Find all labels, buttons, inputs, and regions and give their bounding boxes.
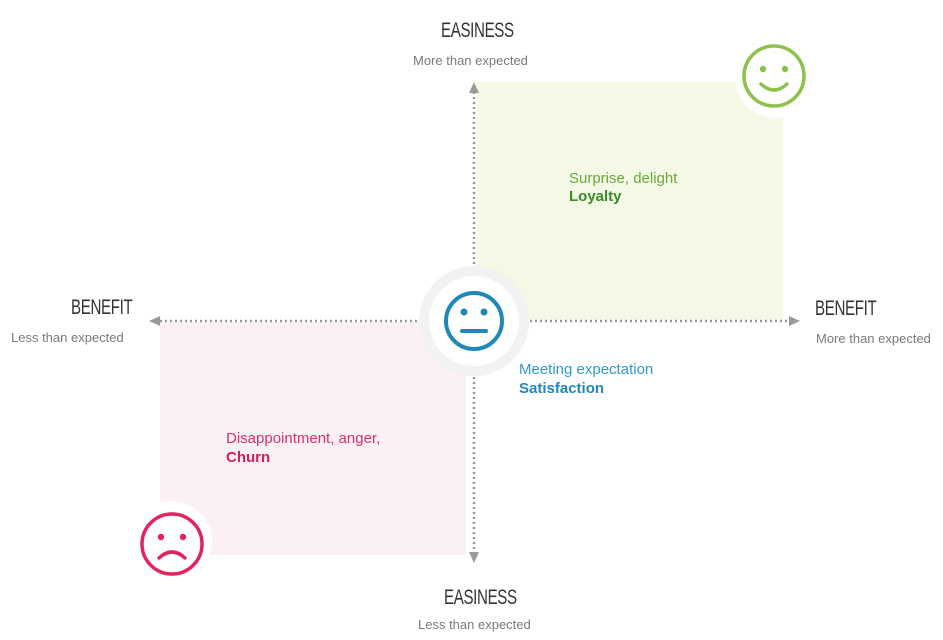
churn-quadrant <box>160 322 466 555</box>
bottom-axis-subtitle: Less than expected <box>418 617 531 632</box>
right-axis-subtitle: More than expected <box>816 331 931 346</box>
right-axis-title: BENEFIT <box>815 297 877 320</box>
neutral-face-icon <box>419 266 529 376</box>
loyalty-caption: Surprise, delight <box>569 170 678 187</box>
left-axis-subtitle: Less than expected <box>11 330 124 345</box>
satisfaction-caption: Meeting expectation <box>519 361 654 378</box>
satisfaction-label: Satisfaction <box>519 380 605 397</box>
happy-face-icon <box>736 42 812 118</box>
arrow-up <box>469 82 479 93</box>
churn-label: Churn <box>226 449 271 466</box>
bottom-axis-title: EASINESS <box>444 586 517 609</box>
top-axis-subtitle: More than expected <box>413 53 528 68</box>
arrow-left <box>149 316 160 326</box>
left-axis-title: BENEFIT <box>71 296 133 319</box>
top-axis-title: EASINESS <box>441 19 514 42</box>
churn-caption: Disappointment, anger, <box>226 430 381 447</box>
sad-face-icon <box>132 501 212 581</box>
loyalty-quadrant <box>477 82 783 320</box>
loyalty-label: Loyalty <box>569 188 622 205</box>
arrow-right <box>789 316 800 326</box>
arrow-down <box>469 552 479 563</box>
